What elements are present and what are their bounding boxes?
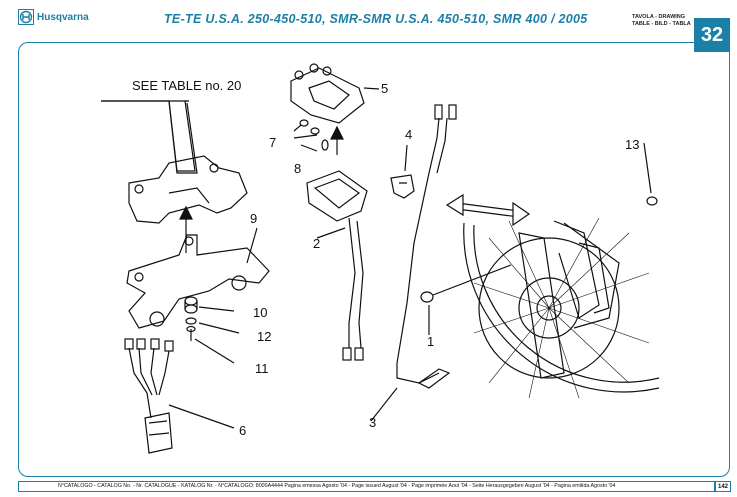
catalog-info: N°CATALOGO - CATALOG No. - Nr. CATALOGUE… bbox=[58, 483, 616, 489]
callout-4: 4 bbox=[405, 127, 413, 142]
callout-9: 9 bbox=[250, 211, 258, 226]
callout-12: 12 bbox=[257, 329, 272, 344]
page-number: 142 bbox=[715, 481, 731, 492]
drawing-label-line1: TAVOLA - DRAWING bbox=[632, 14, 686, 20]
callout-5: 5 bbox=[381, 81, 389, 96]
brand: Husqvarna bbox=[18, 9, 89, 25]
callout-7: 7 bbox=[269, 135, 277, 150]
callout-13: 13 bbox=[625, 137, 640, 152]
callout-6: 6 bbox=[239, 423, 247, 438]
callout-11: 11 bbox=[255, 361, 269, 376]
exploded-diagram: SEE TABLE no. 20 5 7 8 4 2 9 10 12 11 6 … bbox=[18, 42, 730, 477]
callout-10: 10 bbox=[253, 305, 268, 320]
page-header: Husqvarna TE-TE U.S.A. 250-450-510, SMR-… bbox=[0, 0, 737, 52]
drawing-label-line2: TABLE - BILD - TABLA bbox=[632, 21, 691, 27]
page-footer: N°CATALOGO - CATALOG No. - Nr. CATALOGUE… bbox=[0, 480, 737, 494]
footer-bar bbox=[18, 481, 715, 492]
page-title: TE-TE U.S.A. 250-450-510, SMR-SMR U.S.A.… bbox=[164, 12, 588, 26]
drawing-label: TAVOLA - DRAWING TABLE - BILD - TABLA bbox=[632, 14, 691, 28]
husqvarna-logo-icon bbox=[18, 9, 34, 25]
callout-3: 3 bbox=[369, 415, 377, 430]
callout-2: 2 bbox=[313, 236, 321, 251]
brand-name: Husqvarna bbox=[37, 11, 89, 23]
see-table-note: SEE TABLE no. 20 bbox=[132, 78, 242, 93]
callout-1: 1 bbox=[427, 334, 435, 349]
callout-8: 8 bbox=[294, 161, 302, 176]
table-number-badge: 32 bbox=[694, 18, 730, 52]
diagram-artwork bbox=[101, 63, 660, 454]
